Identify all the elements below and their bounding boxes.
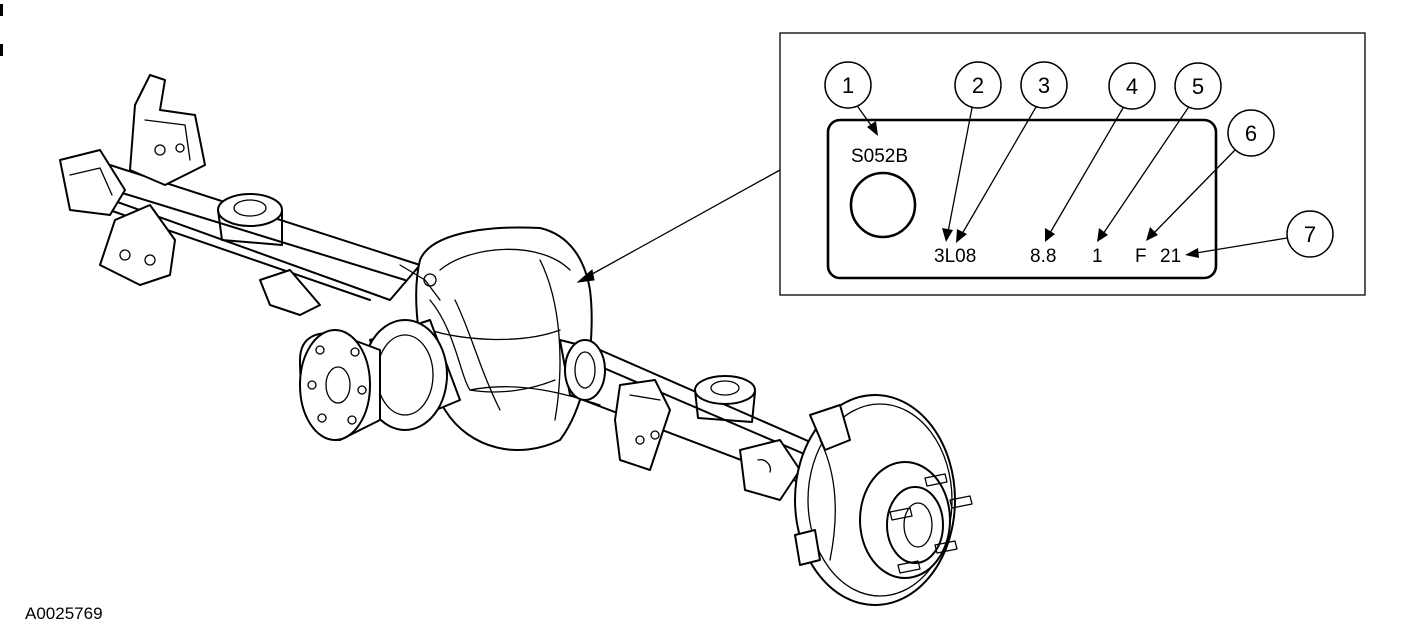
tag-mounting-hole <box>849 171 917 239</box>
right-spring-pad <box>694 375 756 423</box>
tag-ratio-code: 3L08 <box>934 246 976 267</box>
crop-mark-bottom <box>0 44 3 56</box>
axle-illustration <box>59 74 973 606</box>
callout-6: 6 <box>1227 109 1275 157</box>
left-spring-pad <box>217 193 283 246</box>
callout-1: 1 <box>824 61 872 109</box>
svg-text:2: 2 <box>972 73 984 98</box>
tag-ring-gear: 8.8 <box>1030 246 1056 267</box>
brake-line <box>429 299 601 406</box>
callout-2: 2 <box>954 61 1002 109</box>
svg-text:6: 6 <box>1245 121 1257 146</box>
tag-date-code: 21 <box>1160 246 1181 267</box>
identification-tag <box>826 118 1218 280</box>
svg-text:7: 7 <box>1304 222 1316 247</box>
svg-text:1: 1 <box>842 73 854 98</box>
left-shock-bracket <box>259 269 321 316</box>
wheel-studs <box>889 473 973 574</box>
callout-3: 3 <box>1020 61 1068 109</box>
brake-rotor <box>794 394 956 606</box>
tag-detail-inset: S052B 3L08 8.8 1 F 21 1 2 3 4 5 6 <box>779 32 1366 296</box>
crop-mark-top <box>0 4 3 16</box>
right-spring-bracket <box>614 379 801 501</box>
callout-7: 7 <box>1286 210 1334 258</box>
callout-5: 5 <box>1174 62 1222 110</box>
tag-plant: F <box>1135 246 1147 267</box>
callout-4: 4 <box>1108 62 1156 110</box>
svg-text:5: 5 <box>1192 74 1204 99</box>
svg-text:4: 4 <box>1126 74 1138 99</box>
tag-code: S052B <box>851 146 908 167</box>
tag-suffix: 1 <box>1092 246 1103 267</box>
figure-id: A0025769 <box>25 604 103 623</box>
callout-leaders <box>857 106 1288 258</box>
svg-text:3: 3 <box>1038 73 1050 98</box>
pinion-flange <box>299 319 461 441</box>
tag-leader <box>576 169 781 283</box>
left-spring-bracket <box>59 74 206 286</box>
